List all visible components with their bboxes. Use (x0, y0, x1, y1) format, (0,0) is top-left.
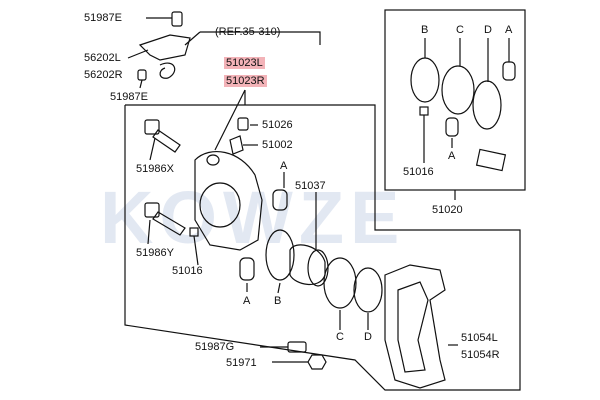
main-assembly-outline (124, 104, 521, 391)
label-51020: 51020 (432, 204, 463, 216)
dust-boot-C (323, 257, 357, 309)
nut-51971 (307, 354, 327, 370)
label-51987E-top: 51987E (84, 12, 122, 24)
label-kit-B: B (421, 24, 429, 36)
kit-washer-51016 (419, 106, 429, 116)
boot-A-lower (239, 257, 255, 281)
label-51026: 51026 (262, 119, 293, 131)
seal-B (265, 229, 295, 281)
label-51054L: 51054L (461, 332, 498, 344)
clip-56202 (159, 62, 176, 79)
label-main-B: B (274, 295, 282, 307)
p51023-leader-2 (214, 89, 246, 151)
label-main-A-lower: A (243, 295, 251, 307)
p51986Y-leader (147, 219, 151, 245)
label-51986Y: 51986Y (136, 247, 174, 259)
ref-label: (REF.35-310) (215, 26, 281, 38)
label-51986X: 51986X (136, 163, 174, 175)
p56202L-leader (127, 49, 149, 59)
label-kit-A-top: A (505, 24, 513, 36)
p51986X-leader (149, 137, 156, 161)
label-51002: 51002 (262, 139, 293, 151)
ring-D (353, 267, 383, 313)
caliper-port (206, 154, 220, 166)
guide-pin-51986Y-head (144, 202, 160, 218)
ref-leader (200, 31, 321, 45)
caliper-bracket-inner (397, 281, 429, 373)
bleeder-cap-top (171, 11, 183, 27)
main-B-leader (277, 282, 281, 294)
label-56202R: 56202R (84, 69, 123, 81)
guide-pin-51986X-shaft (152, 129, 181, 153)
label-51023L: 51023L (224, 57, 265, 69)
label-main-A-upper: A (280, 160, 288, 172)
ref-arrow (184, 31, 201, 46)
kit-boot-A2 (445, 117, 459, 137)
p51987E-bottom-leader (139, 79, 143, 89)
kit-grease-packet (475, 148, 507, 172)
label-51016: 51016 (172, 265, 203, 277)
boot-A-upper (272, 189, 288, 211)
kit-boot-A1 (502, 61, 516, 81)
label-51987E-bottom: 51987E (110, 91, 148, 103)
guide-pin-51986X-head (144, 119, 160, 135)
kit-ring-D (472, 80, 502, 130)
label-51971: 51971 (226, 357, 257, 369)
bolt-51987E-bottom (137, 69, 147, 81)
piston-face (307, 249, 329, 287)
bleeder-screw-51002 (229, 135, 244, 155)
label-51987G: 51987G (195, 341, 235, 353)
guide-pin-51986Y-shaft (152, 211, 186, 236)
label-kit-C: C (456, 24, 464, 36)
label-main-C: C (336, 331, 344, 343)
label-56202L: 56202L (84, 52, 121, 64)
caliper-bore (199, 182, 241, 228)
bleeder-cap-51026 (237, 117, 249, 131)
label-main-D: D (364, 331, 372, 343)
caliper-bracket (384, 264, 446, 389)
washer-51016 (189, 227, 199, 237)
bracket-56202 (138, 34, 191, 61)
caliper-body (194, 151, 263, 251)
kit-boot-C (441, 65, 475, 115)
kit-ring-B (410, 57, 440, 103)
label-51023R: 51023R (224, 75, 267, 87)
label-kit-A-bottom: A (448, 150, 456, 162)
label-kit-51016: 51016 (403, 166, 434, 178)
label-kit-D: D (484, 24, 492, 36)
label-51054R: 51054R (461, 349, 500, 361)
label-51037: 51037 (295, 180, 326, 192)
p51016-leader (193, 235, 199, 266)
